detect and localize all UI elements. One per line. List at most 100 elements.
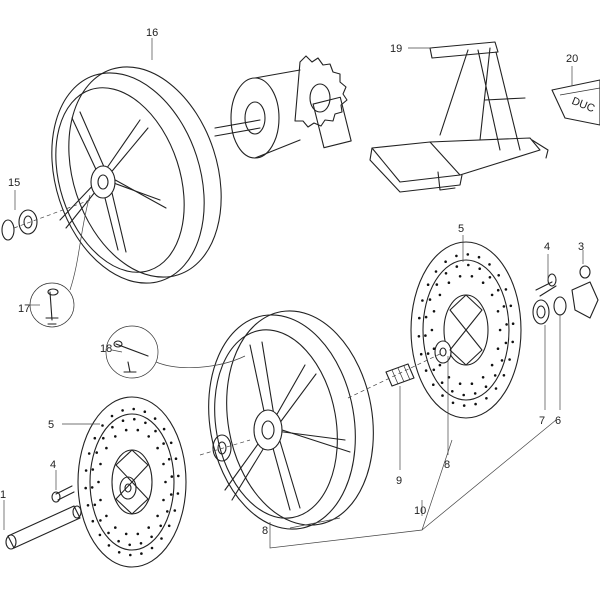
disc-hole — [147, 435, 150, 438]
disc-hole — [154, 429, 157, 433]
disc-hole — [511, 322, 515, 326]
disc-hole — [458, 275, 462, 278]
disc-hole — [156, 446, 159, 450]
stand-pad-brand: DUC — [570, 95, 597, 115]
disc-hole — [455, 265, 459, 268]
brake-disc-right — [410, 241, 522, 419]
disc-hole — [455, 254, 458, 258]
callout-3: 3 — [578, 241, 584, 253]
disc-hole — [99, 519, 102, 522]
disc-hole — [424, 369, 428, 372]
disc-hole — [93, 436, 97, 440]
disc-hole — [169, 493, 173, 496]
disc-hole — [432, 368, 436, 372]
callout-9: 9 — [396, 475, 402, 487]
disc-hole — [478, 267, 482, 271]
disc-hole — [432, 310, 436, 313]
disc-hole — [84, 486, 87, 490]
disc-hole — [502, 305, 506, 308]
disc-hole — [496, 310, 500, 313]
disc-hole — [110, 414, 114, 418]
disc-hole — [444, 272, 448, 275]
callout-8-left: 8 — [262, 525, 268, 537]
disc-hole — [474, 402, 477, 406]
disc-hole — [424, 315, 428, 319]
disc-hole — [164, 480, 167, 484]
callout-19: 19 — [390, 43, 402, 55]
disc-hole — [421, 299, 424, 302]
disc-hole — [133, 417, 136, 421]
front-axle — [5, 505, 82, 550]
disc-hole — [432, 347, 436, 351]
disc-hole — [91, 468, 95, 471]
disc-hole — [102, 436, 105, 440]
disc-hole — [470, 382, 474, 386]
disc-hole — [511, 340, 514, 344]
disc-hole — [484, 385, 488, 389]
leader-lines — [3, 38, 584, 549]
callout-5-left: 5 — [48, 419, 54, 431]
disc-hole — [451, 390, 454, 393]
disc-hole — [156, 514, 159, 518]
disc-hole — [162, 442, 165, 445]
disc-hole — [430, 328, 434, 332]
disc-hole — [438, 363, 442, 367]
disc-hole — [426, 283, 430, 287]
brake-disc-left — [77, 396, 187, 568]
disc-hole — [441, 394, 444, 397]
disc-hole — [444, 260, 447, 264]
disc-hole — [508, 358, 511, 361]
disc-hole — [458, 382, 462, 386]
callout-16: 16 — [146, 27, 158, 39]
disc-hole — [147, 526, 150, 529]
disc-hole — [470, 275, 474, 278]
disc-hole — [128, 543, 131, 547]
disc-hole — [419, 352, 423, 356]
disc-hole — [504, 288, 508, 291]
disc-hole — [140, 552, 143, 555]
disc-hole — [424, 334, 427, 337]
disc-hole — [488, 276, 492, 279]
disc-hole — [177, 474, 180, 478]
disc-hole — [435, 283, 439, 286]
disc-hole — [447, 281, 451, 285]
disc-hole — [488, 263, 491, 266]
callout-20: 20 — [566, 53, 578, 65]
disc-hole — [99, 498, 102, 502]
callout-7: 7 — [539, 415, 545, 427]
disc-hole — [107, 544, 111, 547]
disc-hole — [169, 441, 173, 445]
disc-hole — [167, 457, 171, 461]
disc-hole — [497, 274, 501, 277]
callout-8-right: 8 — [444, 459, 450, 471]
disc-hole — [462, 404, 466, 407]
disc-hole — [494, 387, 498, 390]
disc-hole — [121, 419, 125, 423]
front-spacer — [199, 353, 441, 456]
disc-hole — [114, 435, 117, 438]
disc-hole — [434, 270, 438, 273]
callout-1: 1 — [0, 489, 6, 501]
disc-hole — [438, 293, 442, 297]
callout-5-right: 5 — [458, 223, 464, 235]
disc-hole — [166, 510, 169, 513]
callout-15: 15 — [8, 177, 20, 189]
disc-hole — [496, 288, 500, 292]
disc-hole — [150, 535, 153, 539]
disc-hole — [467, 263, 470, 267]
disc-hole — [121, 409, 124, 412]
disc-hole — [132, 407, 135, 411]
disc-hole — [170, 475, 174, 478]
disc-hole — [173, 509, 177, 512]
disc-hole — [490, 363, 494, 367]
axle-cap-parts — [532, 265, 599, 325]
disc-hole — [481, 376, 485, 379]
disc-hole — [432, 383, 435, 387]
disc-hole — [428, 298, 432, 301]
disc-hole — [143, 410, 147, 414]
disc-hole — [136, 532, 140, 536]
rear-wheel — [51, 66, 222, 284]
disc-hole — [144, 421, 147, 425]
disc-hole — [440, 381, 444, 385]
